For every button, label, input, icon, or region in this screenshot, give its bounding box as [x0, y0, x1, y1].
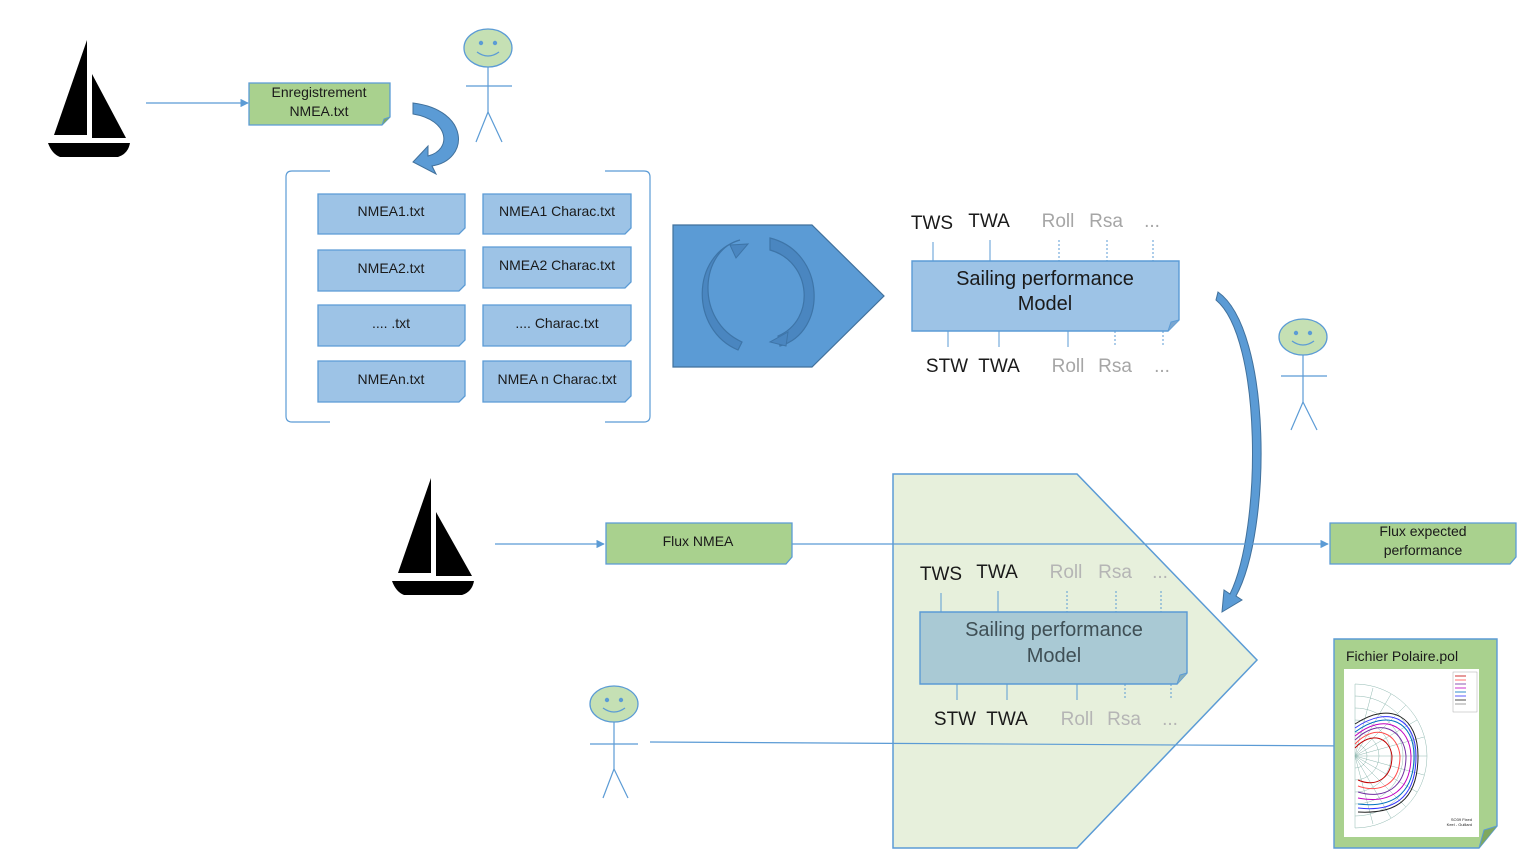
polar-file-title: Fichier Polaire.pol [1346, 648, 1458, 664]
file-note-label: NMEA1.txt [358, 203, 425, 219]
polar-file-note: Fichier Polaire.pol [1333, 638, 1498, 849]
model-input-more: ... [1144, 211, 1160, 232]
expected-note-line2: performance [1384, 542, 1463, 558]
file-note: NMEA2.txt [317, 249, 466, 292]
file-note: NMEA2 Charac.txt [482, 246, 632, 289]
file-note: .... .txt [317, 304, 466, 347]
model-input-twa: TWA [976, 562, 1018, 583]
polar-caption-line2: Keel - Guillard [1447, 822, 1472, 827]
model-title-line2: Model [1018, 293, 1072, 315]
model-title-line1: Sailing performance [965, 619, 1143, 641]
model-title-line2: Model [1027, 645, 1081, 667]
model-input-rsa: Rsa [1089, 211, 1123, 232]
model-input-roll: Roll [1042, 211, 1075, 232]
model-input-tws: TWS [920, 564, 962, 585]
file-note-label: .... .txt [372, 315, 410, 331]
file-note-label: NMEA1 Charac.txt [499, 203, 615, 219]
model-output-roll: Roll [1052, 356, 1085, 377]
flux-nmea-note: Flux NMEA [605, 522, 793, 565]
model-output-rsa: Rsa [1098, 356, 1132, 377]
file-list-left: NMEA1.txt NMEA2.txt .... .txt NMEAn.txt [317, 193, 466, 403]
file-note: NMEA1 Charac.txt [482, 193, 632, 235]
polar-chart-image: SO39 Fixed Keel - Guillard [1344, 669, 1479, 837]
model-live: TWS TWA Roll Rsa ... Sailing performance… [919, 562, 1188, 730]
connector-arrow [649, 741, 1355, 751]
curved-arrow-icon [412, 102, 459, 176]
expected-performance-note: Flux expected performance [1329, 522, 1517, 565]
recording-note-line1: Enregistrement [272, 84, 367, 100]
file-note-label: NMEAn.txt [358, 371, 425, 387]
sailboat-icon [392, 478, 474, 595]
file-list-right: NMEA1 Charac.txt NMEA2 Charac.txt .... C… [482, 193, 632, 403]
file-note-label: NMEA2 Charac.txt [499, 257, 615, 273]
file-note: .... Charac.txt [482, 304, 632, 347]
file-group-bracket [285, 170, 651, 423]
polar-caption-line1: SO39 Fixed [1451, 817, 1472, 822]
sailboat-icon [48, 40, 130, 157]
deploy-arrow-icon [1215, 291, 1262, 613]
model-title-line1: Sailing performance [956, 268, 1134, 290]
expected-note-line1: Flux expected [1379, 523, 1466, 539]
model-output-stw: STW [926, 356, 968, 377]
model-output-roll: Roll [1061, 709, 1094, 730]
model-output-more: ... [1154, 356, 1170, 377]
recording-note-line2: NMEA.txt [289, 103, 348, 119]
model-output-twa: TWA [978, 356, 1020, 377]
model-input-twa: TWA [968, 211, 1010, 232]
recording-note: Enregistrement NMEA.txt [248, 82, 391, 126]
model-output-twa: TWA [986, 709, 1028, 730]
model-input-more: ... [1152, 562, 1168, 583]
file-note-label: .... Charac.txt [515, 315, 598, 331]
model-training: TWS TWA Roll Rsa ... Sailing performance… [911, 211, 1180, 377]
file-note: NMEA1.txt [317, 193, 466, 235]
model-input-tws: TWS [911, 213, 953, 234]
file-note-label: NMEA n Charac.txt [497, 371, 616, 387]
user-figure-icon [1278, 318, 1328, 431]
file-note-label: NMEA2.txt [358, 260, 425, 276]
model-input-roll: Roll [1050, 562, 1083, 583]
user-figure-icon [463, 28, 513, 143]
model-output-rsa: Rsa [1107, 709, 1141, 730]
refresh-cycle-icon [701, 237, 815, 351]
model-input-rsa: Rsa [1098, 562, 1132, 583]
file-note: NMEAn.txt [317, 360, 466, 403]
model-output-stw: STW [934, 709, 976, 730]
model-output-more: ... [1162, 709, 1178, 730]
user-figure-icon [589, 685, 639, 799]
training-process [672, 224, 885, 368]
file-note: NMEA n Charac.txt [482, 360, 632, 403]
flux-nmea-label: Flux NMEA [663, 533, 734, 549]
